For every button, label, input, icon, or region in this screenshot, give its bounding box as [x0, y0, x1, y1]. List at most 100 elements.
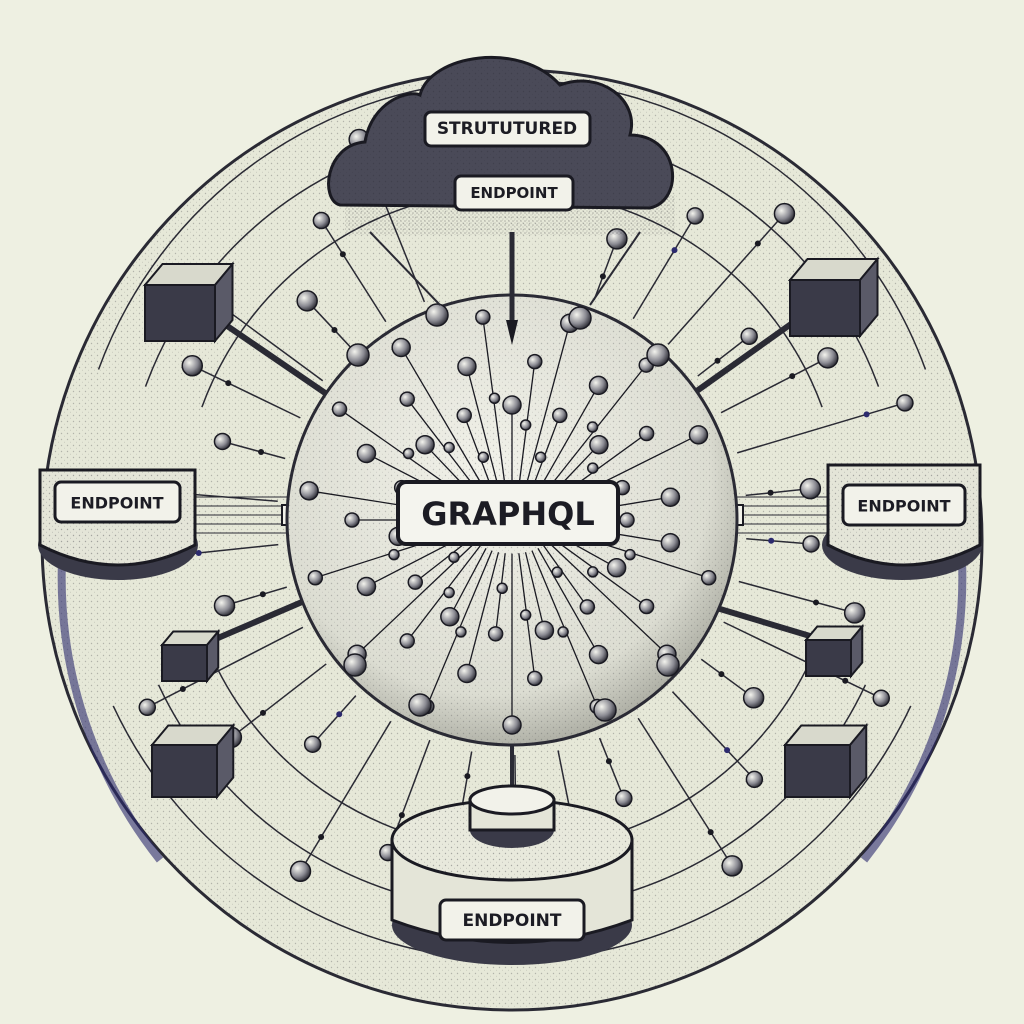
node-dot — [138, 698, 157, 717]
spoke-line — [466, 366, 500, 488]
connector-line — [312, 695, 357, 745]
connector-line — [598, 737, 625, 799]
small-dot — [707, 829, 714, 836]
connector-line — [700, 658, 755, 699]
node-dot — [721, 855, 743, 877]
node-dot — [346, 343, 370, 367]
node-dot — [773, 202, 796, 225]
node-dot — [579, 599, 596, 615]
connector-line — [146, 626, 304, 708]
node-dot — [415, 434, 435, 455]
small-dot — [789, 373, 796, 380]
node-dot — [388, 548, 400, 561]
node-dot — [289, 860, 312, 882]
cube-module — [782, 722, 869, 800]
small-dot — [259, 709, 266, 716]
small-dot — [331, 327, 338, 334]
node-dot — [475, 309, 491, 325]
node-dot — [587, 462, 599, 474]
node-dot — [519, 609, 532, 621]
node-dot — [593, 698, 617, 722]
connector-line — [746, 538, 812, 545]
node-dot — [519, 419, 532, 431]
endpoint-right: ENDPOINT — [822, 463, 982, 580]
node-dot — [843, 602, 866, 624]
svg-text:ENDPOINT: ENDPOINT — [70, 494, 163, 513]
cloud-label-structured: STRUTUTURED — [423, 110, 592, 148]
spoke-line — [466, 552, 500, 674]
node-dot — [440, 606, 460, 627]
spoke-line — [524, 552, 546, 631]
node-dot — [896, 394, 914, 412]
spoke-line — [463, 415, 493, 490]
node-dot — [588, 644, 609, 665]
node-dot — [443, 441, 455, 454]
connector-line — [723, 621, 882, 699]
endpoint-bottom: ENDPOINT — [390, 745, 634, 965]
center-label: GRAPHQL — [396, 480, 620, 546]
node-dot — [799, 477, 822, 500]
small-dot — [339, 251, 346, 258]
node-dot — [588, 375, 609, 396]
node-dot — [606, 558, 627, 578]
node-dot — [740, 327, 758, 346]
node-dot — [688, 425, 709, 445]
node-dot — [646, 343, 670, 367]
node-dot — [455, 626, 467, 638]
small-dot — [258, 448, 265, 455]
spoke-line — [551, 537, 647, 608]
svg-text:ENDPOINT: ENDPOINT — [462, 911, 561, 931]
connector-line — [671, 691, 755, 780]
node-dot — [638, 598, 655, 615]
node-dot — [502, 715, 522, 735]
svg-text:STRUTUTURED: STRUTUTURED — [437, 119, 577, 139]
small-dot — [225, 380, 232, 387]
small-dot — [195, 549, 202, 556]
node-dot — [448, 551, 460, 564]
node-dot — [331, 401, 348, 417]
node-dot — [589, 434, 609, 455]
cube-module — [787, 256, 880, 339]
node-dot — [213, 594, 236, 617]
small-dot — [718, 671, 725, 678]
cube-modules — [142, 256, 880, 800]
node-dot — [399, 633, 415, 649]
node-dot — [299, 481, 319, 501]
spoke-line — [400, 347, 487, 493]
connector-line — [738, 580, 855, 614]
cloud-label-endpoint: ENDPOINT — [453, 174, 575, 212]
node-dot — [619, 512, 635, 528]
node-dot — [534, 451, 547, 463]
small-dot — [318, 833, 325, 840]
small-dot — [464, 773, 471, 780]
node-dot — [391, 337, 411, 358]
node-dot — [557, 626, 569, 638]
node-dot — [496, 582, 508, 595]
connector-line — [745, 487, 811, 497]
small-dot — [671, 247, 678, 254]
node-dot — [181, 354, 204, 377]
connector-line — [320, 220, 387, 323]
small-dot — [813, 599, 820, 606]
node-dot — [477, 451, 490, 463]
node-dot — [638, 425, 655, 442]
node-dot — [344, 512, 360, 528]
cube-module — [149, 722, 236, 800]
node-dot — [312, 211, 331, 230]
node-dot — [457, 663, 477, 684]
node-dot — [213, 432, 232, 451]
node-dot — [407, 574, 424, 590]
node-dot — [487, 626, 504, 642]
spoke-line — [547, 541, 668, 655]
node-dot — [356, 576, 377, 597]
connector-line — [306, 300, 353, 349]
node-dot — [660, 533, 681, 553]
connector-line — [720, 357, 829, 414]
node-dot — [817, 347, 839, 369]
small-dot — [754, 240, 761, 247]
node-dot — [534, 620, 555, 641]
node-dot — [552, 407, 568, 424]
small-dot — [259, 591, 266, 598]
